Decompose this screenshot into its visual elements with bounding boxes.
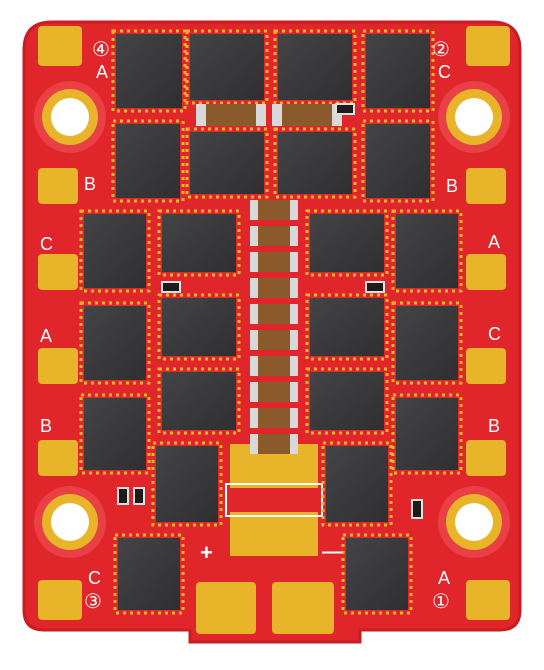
smd-component xyxy=(133,487,145,505)
mosfet-chip xyxy=(162,298,236,356)
mosfet-chip xyxy=(162,214,236,272)
smd-component xyxy=(117,487,129,505)
mosfet-chips xyxy=(79,29,463,615)
motor-4-number: ④ xyxy=(92,39,110,61)
mosfet-chip xyxy=(190,34,264,100)
resistor-body xyxy=(258,252,290,272)
mosfet-chip xyxy=(278,34,352,100)
chip-pins xyxy=(111,119,185,203)
mosfet-chip xyxy=(326,446,388,522)
mosfet-chip xyxy=(396,306,458,380)
mosfet-chip xyxy=(84,214,146,288)
resistor-body xyxy=(206,104,256,126)
chip-pins xyxy=(305,293,389,361)
mosfet-chip xyxy=(310,372,384,430)
resistor-body xyxy=(258,200,290,220)
motor-2-number: ② xyxy=(432,39,450,61)
right-pad-label-2: A xyxy=(488,232,500,252)
mosfet-chip xyxy=(84,306,146,380)
chip-pins xyxy=(157,209,241,277)
chip-pins xyxy=(111,29,187,113)
chip-pins xyxy=(79,209,151,293)
mosfet-chip xyxy=(278,132,352,194)
chip-pins xyxy=(305,209,389,277)
resistor-body xyxy=(258,304,290,324)
smd-component xyxy=(411,499,423,519)
chip-pins xyxy=(157,293,241,361)
plus-label: + xyxy=(200,540,213,565)
mosfet-chip xyxy=(396,398,458,470)
resistor-body xyxy=(258,382,290,402)
smd-component xyxy=(335,103,355,115)
capacitor-block xyxy=(225,444,323,556)
mosfet-chip xyxy=(366,124,430,198)
mosfet-chip xyxy=(366,34,430,108)
chip-pins xyxy=(113,533,185,615)
right-pad-label-4: B xyxy=(488,416,500,436)
chip-pins xyxy=(151,441,223,527)
resistor-body xyxy=(258,330,290,350)
motor-3-phase: C xyxy=(88,568,101,588)
mounting-holes xyxy=(34,81,510,558)
mosfet-chip xyxy=(310,214,384,272)
resistor-body xyxy=(258,408,290,428)
chip-pins xyxy=(391,393,463,475)
left-pad-label-4: B xyxy=(40,416,52,436)
mosfet-chip xyxy=(162,372,236,430)
resistor-body xyxy=(258,278,290,298)
motor-2-phase: C xyxy=(438,62,451,82)
resistor-stack xyxy=(117,103,423,519)
smd-component xyxy=(161,281,181,293)
left-pad-label-2: C xyxy=(40,234,53,254)
chip-pins xyxy=(305,367,389,435)
resistor-body xyxy=(282,104,332,126)
chip-pins xyxy=(185,29,269,105)
chip-pins xyxy=(79,301,151,385)
corner-pads xyxy=(38,26,510,620)
chip-pins xyxy=(321,441,393,527)
mosfet-chip xyxy=(116,34,182,108)
chip-pins xyxy=(341,533,413,615)
left-pad-label-1: B xyxy=(84,174,96,194)
mosfet-chip xyxy=(156,446,218,522)
right-pad-label-3: C xyxy=(488,324,501,344)
mosfet-chip xyxy=(396,214,458,288)
resistor-body xyxy=(258,356,290,376)
resistor-body xyxy=(258,434,290,454)
chip-pins xyxy=(361,29,435,113)
minus-label: — xyxy=(322,541,342,563)
chip-pins xyxy=(157,367,241,435)
motor-1-number: ① xyxy=(432,591,450,613)
mosfet-chip xyxy=(84,398,146,470)
motor-3-number: ③ xyxy=(84,591,102,613)
mosfet-chip xyxy=(310,298,384,356)
side-pads xyxy=(38,168,506,476)
chip-pins xyxy=(185,127,269,199)
resistor-body xyxy=(258,226,290,246)
motor-4-phase: A xyxy=(96,62,108,82)
chip-pins xyxy=(361,119,435,203)
mosfet-chip xyxy=(118,538,180,610)
mosfet-chip xyxy=(346,538,408,610)
chip-pins xyxy=(79,393,151,475)
mosfet-chip xyxy=(190,132,264,194)
motor-1-phase: A xyxy=(438,568,450,588)
chip-pins xyxy=(391,301,463,385)
chip-pins xyxy=(391,209,463,293)
power-pads xyxy=(196,582,334,634)
chip-pins xyxy=(273,127,357,199)
chip-pins xyxy=(273,29,357,105)
right-pad-label-1: B xyxy=(446,176,458,196)
left-pad-label-3: A xyxy=(40,326,52,346)
mosfet-chip xyxy=(116,124,180,198)
smd-component xyxy=(365,281,385,293)
